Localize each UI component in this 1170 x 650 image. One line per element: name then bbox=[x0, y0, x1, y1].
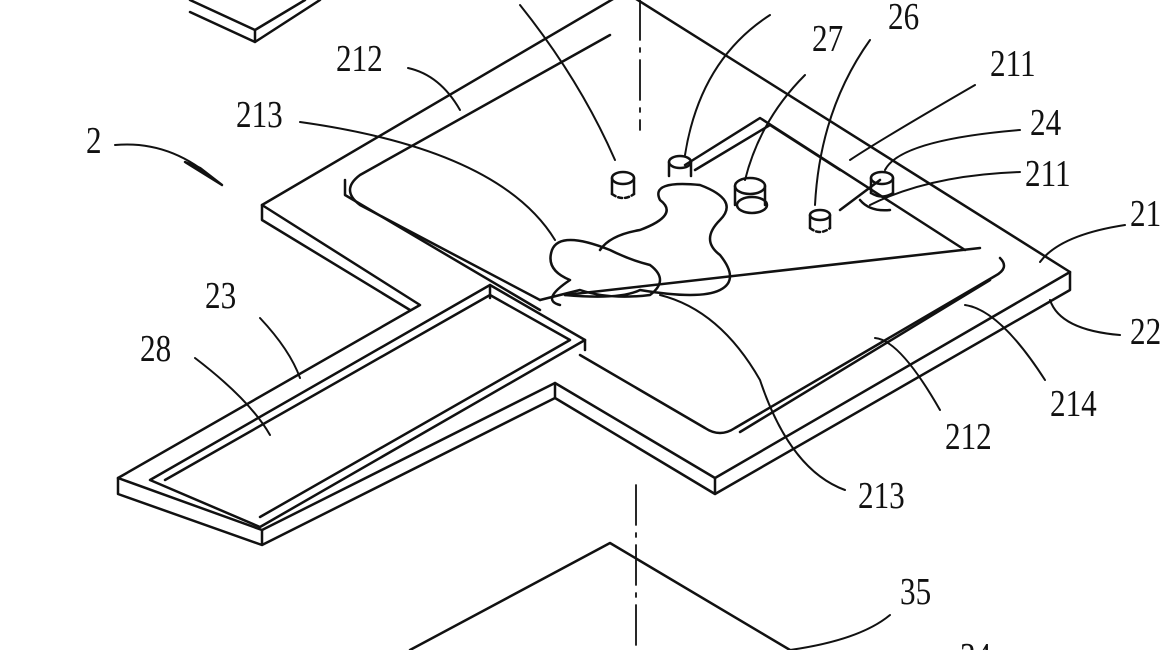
axis-line bbox=[635, 0, 641, 650]
label-2: 2 bbox=[86, 120, 102, 162]
upper-component bbox=[188, 0, 322, 44]
label-34: 34 bbox=[960, 638, 991, 650]
substrate-edge bbox=[116, 203, 1072, 547]
label-211: 211 bbox=[990, 43, 1036, 85]
label-35: 35 bbox=[900, 571, 932, 613]
label-212: 212 bbox=[336, 38, 383, 80]
pin-24 bbox=[869, 170, 895, 198]
label-28: 28 bbox=[140, 328, 172, 370]
label-21: 21 bbox=[1130, 193, 1162, 235]
pin-26a bbox=[667, 154, 693, 178]
label-212: 212 bbox=[945, 416, 992, 458]
label-23: 23 bbox=[205, 275, 237, 317]
trace-211 bbox=[683, 116, 967, 252]
pin-25 bbox=[610, 170, 636, 200]
lower-component bbox=[408, 541, 792, 650]
label-211: 211 bbox=[1025, 153, 1071, 195]
label-24: 24 bbox=[1030, 102, 1062, 144]
label-22: 22 bbox=[1130, 311, 1162, 353]
pin-26b bbox=[808, 208, 832, 234]
label-213: 213 bbox=[236, 94, 283, 136]
pin-27 bbox=[733, 176, 769, 215]
feed-plate bbox=[488, 283, 587, 352]
arrow-2 bbox=[183, 160, 224, 187]
label-214: 214 bbox=[1050, 383, 1097, 425]
leader-lines bbox=[114, 4, 1126, 650]
radiator-trace-outer bbox=[343, 178, 992, 434]
label-26: 26 bbox=[888, 0, 920, 38]
substrate-top-face bbox=[116, 0, 1072, 532]
meander-213 bbox=[538, 182, 732, 307]
label-213: 213 bbox=[858, 475, 905, 517]
label-27: 27 bbox=[812, 18, 844, 60]
